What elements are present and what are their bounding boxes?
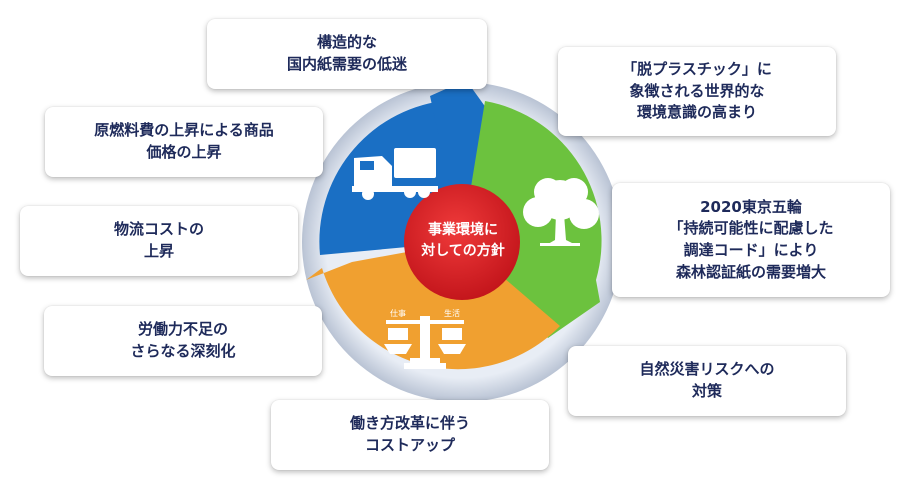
card-line: コストアップ: [364, 436, 455, 454]
card-disaster-risk: 自然災害リスクへの 対策: [568, 346, 846, 416]
card-line: 「脱プラスチック」に: [622, 59, 772, 78]
card-labor-shortage: 労働力不足の さらなる深刻化: [44, 306, 322, 376]
center-label-line2: 対しての方針: [421, 243, 505, 259]
card-logistics-cost: 物流コストの 上昇: [20, 206, 298, 276]
card-line: 上昇: [143, 242, 174, 260]
card-line: 対策: [691, 382, 722, 400]
card-line: 自然災害リスクへの: [639, 360, 775, 379]
card-line: 構造的な: [316, 33, 377, 52]
card-work-style-reform: 働き方改革に伴う コストアップ: [271, 400, 549, 470]
center-circle: [404, 184, 520, 300]
scale-label-life: 生活: [444, 308, 460, 318]
card-line: 働き方改革に伴う: [349, 414, 470, 433]
card-line: 原燃料費の上昇による商品: [94, 121, 274, 140]
card-line: 労働力不足の: [137, 320, 228, 339]
card-tokyo-olympics: 2020東京五輪 「持続可能性に配慮した 調達コード」により 森林認証紙の需要増…: [612, 183, 890, 297]
card-line: 国内紙需要の低迷: [286, 55, 407, 73]
tree-icon: [523, 178, 599, 246]
card-line: 物流コストの: [113, 220, 204, 239]
card-line: 象徴される世界的な: [629, 81, 765, 100]
card-line: 環境意識の高まり: [636, 103, 757, 122]
scale-label-work: 仕事: [390, 308, 406, 318]
card-line: さらなる深刻化: [130, 342, 236, 360]
card-plastic-free: 「脱プラスチック」に 象徴される世界的な 環境意識の高まり: [558, 47, 836, 136]
card-line: 「持続可能性に配慮した: [668, 219, 834, 238]
card-line: 価格の上昇: [146, 143, 222, 161]
balance-scale-icon: [384, 316, 466, 369]
card-line: 森林認証紙の需要増大: [675, 262, 826, 281]
truck-icon: [352, 148, 438, 200]
card-line: 調達コード」により: [683, 241, 819, 259]
card-line: 2020東京五輪: [700, 197, 802, 216]
center-label-line1: 事業環境に: [428, 222, 498, 238]
center-label: 事業環境に 対しての方針: [408, 196, 518, 286]
card-domestic-paper-demand: 構造的な 国内紙需要の低迷: [207, 19, 487, 89]
card-material-cost: 原燃料費の上昇による商品 価格の上昇: [45, 107, 323, 177]
